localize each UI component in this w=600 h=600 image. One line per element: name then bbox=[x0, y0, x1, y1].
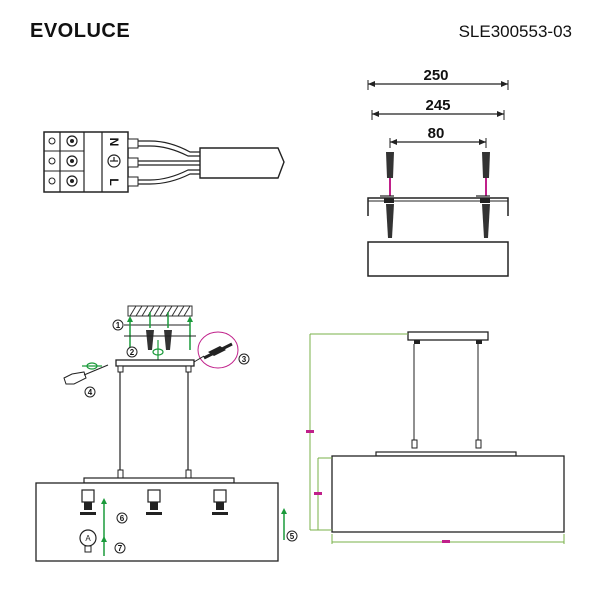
step-2: 2 bbox=[130, 348, 135, 357]
ground-icon bbox=[107, 154, 121, 168]
rotate-arrow-icon bbox=[152, 340, 164, 360]
hand-icon bbox=[63, 364, 109, 385]
terminal-block: N L bbox=[43, 131, 129, 193]
dim-width-outer: 250 bbox=[423, 67, 448, 84]
model-number: SLE300553-03 bbox=[458, 22, 572, 41]
dimension-diagram: 250 245 80 bbox=[367, 67, 509, 277]
terminal-screw-icon bbox=[48, 135, 78, 187]
step-7: 7 bbox=[118, 544, 123, 553]
step-3: 3 bbox=[242, 355, 247, 364]
screw-icon bbox=[146, 330, 154, 350]
ceiling bbox=[127, 305, 193, 317]
elevation-diagram bbox=[306, 331, 565, 544]
screwdriver-icon bbox=[193, 331, 239, 369]
wall-anchor-icon bbox=[386, 152, 490, 178]
terminal-label-n: N bbox=[107, 138, 121, 147]
terminal-label-l: L bbox=[107, 178, 121, 185]
screw-icon bbox=[386, 204, 490, 238]
step-6: 6 bbox=[120, 514, 125, 523]
dim-width-inner: 245 bbox=[425, 97, 450, 114]
power-cable bbox=[127, 138, 285, 187]
step-1: 1 bbox=[116, 321, 121, 330]
dim-mount-spacing: 80 bbox=[428, 125, 445, 142]
installation-diagram: 1 2 3 bbox=[35, 305, 298, 562]
brand-name: EVOLUCE bbox=[30, 20, 131, 42]
svg-text:A: A bbox=[85, 534, 91, 543]
bulb-icon: A bbox=[79, 529, 97, 553]
step-5: 5 bbox=[290, 532, 295, 541]
step-4: 4 bbox=[88, 388, 93, 397]
socket-icon bbox=[80, 489, 228, 515]
